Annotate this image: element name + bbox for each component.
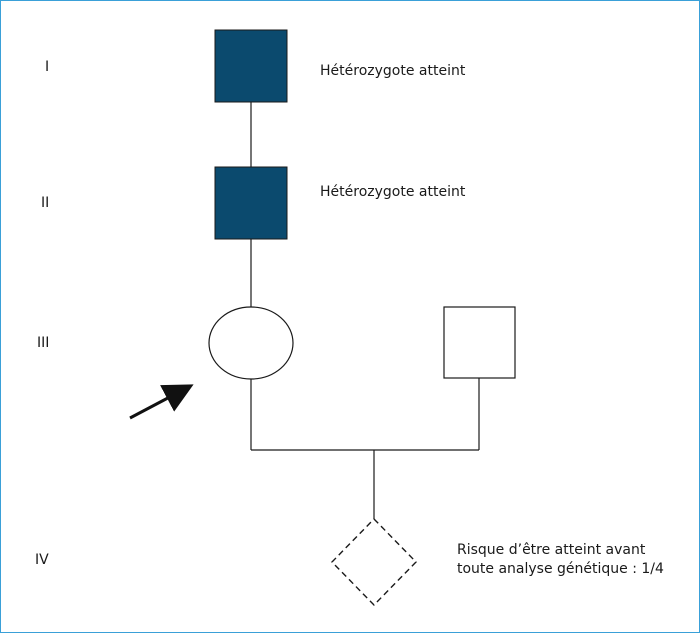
generation-label-ii: II xyxy=(41,195,50,211)
gen2-annotation: Hétérozygote atteint xyxy=(320,184,466,200)
gen4-risk-line2: toute analyse génétique : 1/4 xyxy=(457,561,664,577)
gen2-affected-male xyxy=(214,166,288,240)
proband-arrow-icon xyxy=(129,384,194,420)
generation-label-i: I xyxy=(45,59,50,75)
gen3-female-proband xyxy=(208,306,294,380)
gen3-partner-male xyxy=(443,306,516,379)
generation-label-iii: III xyxy=(37,335,50,351)
gen4-unknown-sex-fetus xyxy=(331,517,417,607)
generation-label-iv: IV xyxy=(35,552,49,568)
gen1-affected-male xyxy=(214,29,288,103)
gen4-risk-line1: Risque d’être atteint avant xyxy=(457,542,646,558)
gen1-annotation: Hétérozygote atteint xyxy=(320,63,466,79)
